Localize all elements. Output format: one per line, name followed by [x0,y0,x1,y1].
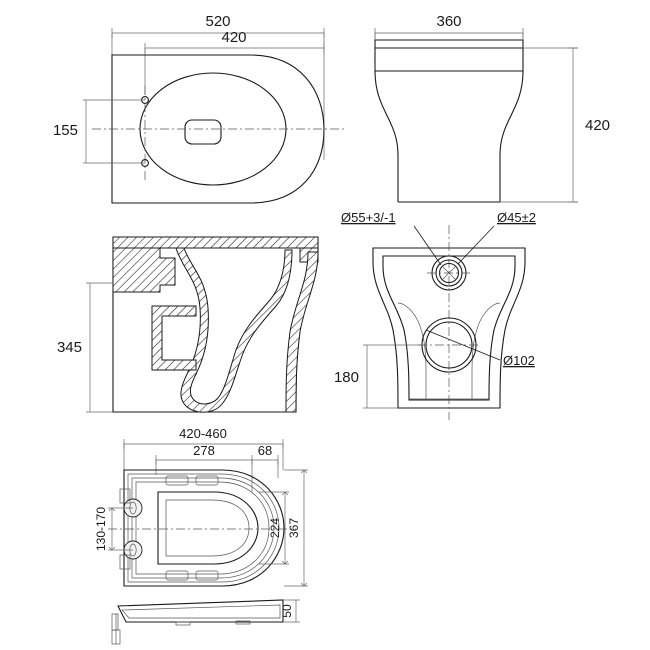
dimension-plan-520: 520 [111,13,325,160]
section-bowl-wall [175,247,293,413]
dimension-seat-68: 68 [252,443,279,478]
dim-label-front-420: 420 [585,117,610,134]
dim-label-seatside-50: 50 [280,604,294,618]
dim-label-rear-180: 180 [334,369,359,386]
section-inlet-boss [112,247,176,293]
dimension-seat-224: 224 [258,491,289,565]
rim-aperture [184,119,222,145]
pan-outline [111,54,325,204]
dim-label-seat-68: 68 [258,443,272,458]
rear-recess-profile [397,302,501,399]
dimension-section-345: 345 [57,282,113,413]
seat-aperture-outer [157,491,259,565]
seat-buffer-bottom-left [165,570,189,581]
dim-label-front-360: 360 [436,13,461,30]
dim-label-seat-130-170: 130-170 [94,507,108,551]
dim-label-seat-224: 224 [268,518,282,538]
seat-outer-outline [123,469,285,587]
dim-label-plan-520: 520 [205,13,230,30]
view-pan-front: 360 420 [374,13,610,203]
dim-label-section-345: 345 [57,339,82,356]
seat-hinge-tab-lower [119,554,131,570]
section-rim-top [112,236,319,249]
seat-outer-offset-2 [131,477,275,579]
seat-buffer-top-right [195,475,219,486]
dim-label-seat-278: 278 [193,443,215,458]
dimension-rear-180: 180 [334,344,426,409]
view-seat-side: 50 [111,599,300,645]
rear-inner-outline [382,255,516,401]
dimension-seat-hinge-centres: 130-170 [94,507,133,551]
dimension-seat-overall-width: 420-460 [123,426,284,470]
dimension-plan-155: 155 [53,99,145,164]
rear-outer-silhouette [372,247,526,409]
seat-side-buffer-left [175,621,191,626]
seat-aperture-inner [165,499,250,557]
dim-label-plan-420: 420 [221,29,246,46]
section-right-wall [285,251,319,413]
seat-outer-offset-3 [135,481,270,575]
seat-buffer-top-left [165,475,189,486]
seat-side-buffer-right [235,620,251,625]
seat-hinge-tab-upper [119,488,131,504]
dim-label-seat-367: 367 [287,518,301,538]
view-pan-rear: Ø55+3/-1 Ø45±2 Ø102 180 [334,210,536,420]
view-seat-plan: 420-460 278 68 [94,426,308,587]
dimension-front-360: 360 [374,13,524,40]
seat-side-inner-profile [121,604,281,619]
dimension-front-420: 420 [500,47,610,203]
dimension-seat-thickness-50: 50 [280,599,300,623]
section-trap-ledge [151,305,197,371]
view-pan-plan: 520 420 155 [53,13,344,204]
callout-flush-inlet-45: Ø45±2 [457,210,536,265]
dim-label-seat-420-460: 420-460 [179,426,227,441]
dim-label-rear-d102: Ø102 [503,353,535,368]
dim-label-rear-d45: Ø45±2 [497,210,536,225]
seat-buffer-bottom-right [195,570,219,581]
dim-label-plan-155: 155 [53,122,78,139]
view-pan-section: 345 [57,236,319,413]
callout-flush-inlet-55: Ø55+3/-1 [341,210,442,266]
pan-body-profile [374,70,524,202]
dimension-seat-367: 367 [284,469,308,587]
callout-waste-outlet-102: Ø102 [425,329,535,368]
seat-outer-offset-1 [127,473,280,583]
dimension-plan-420: 420 [144,29,325,95]
dim-label-rear-d55: Ø55+3/-1 [341,210,396,225]
